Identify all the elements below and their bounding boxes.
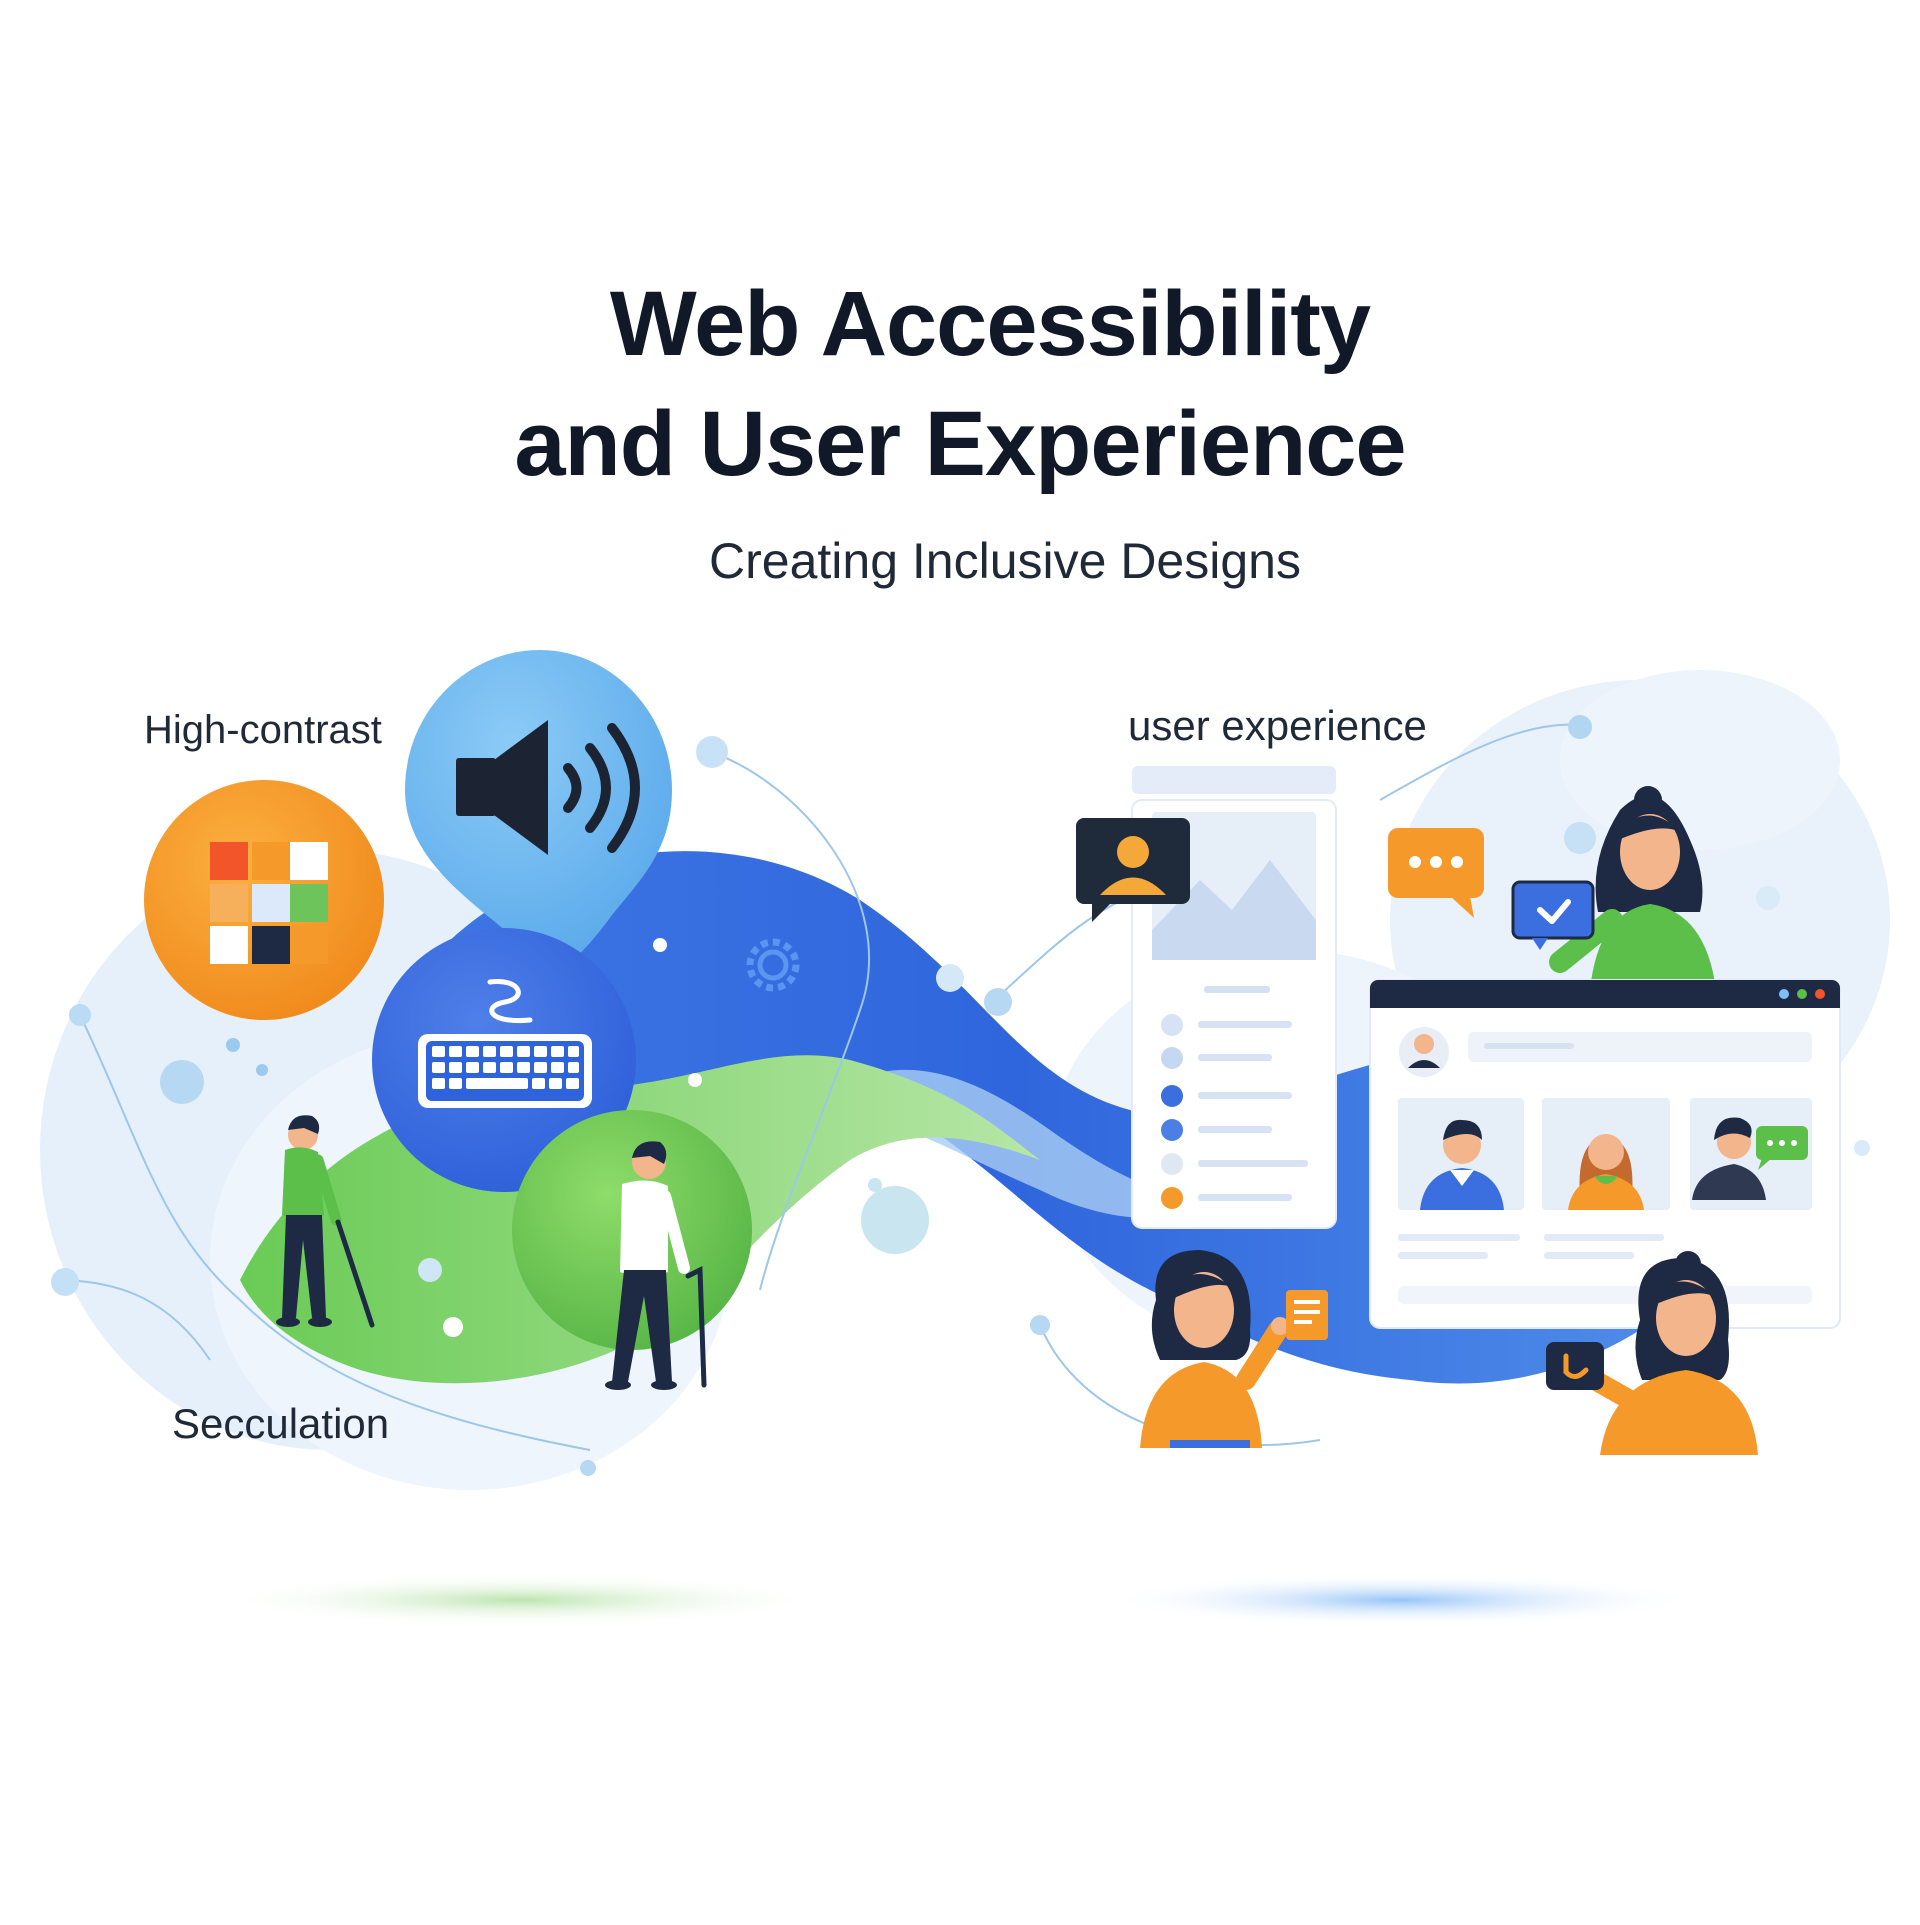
woman-with-tablet (1511, 786, 1716, 990)
label-high-contrast: High-contrast (144, 708, 382, 752)
video-call-icon (1076, 818, 1190, 922)
woman-with-device (1546, 1251, 1758, 1455)
label-secculation: Secculation (172, 1400, 390, 1447)
chat-bubble-icon (1388, 828, 1484, 918)
keyboard-icon (372, 928, 636, 1192)
page-subtitle: Creating Inclusive Designs (709, 533, 1301, 589)
speaker-icon (405, 650, 672, 970)
ground-shadow-left (210, 1574, 830, 1626)
color-grid-icon (144, 780, 384, 1020)
decorative-dots (51, 715, 1870, 1476)
woman-with-document (1140, 1250, 1328, 1448)
person-with-cane-left (276, 1115, 375, 1328)
page-title-line-2: and User Experience (514, 393, 1406, 495)
video-conference-window (1369, 979, 1841, 1329)
page-title-line-1: Web Accessibility (609, 273, 1371, 375)
gear-icon (746, 938, 800, 992)
list-panel (1131, 766, 1337, 1229)
ground-shadow-right (1100, 1574, 1700, 1626)
label-user-experience: user experience (1128, 702, 1427, 749)
person-with-cane-right (605, 1141, 707, 1390)
